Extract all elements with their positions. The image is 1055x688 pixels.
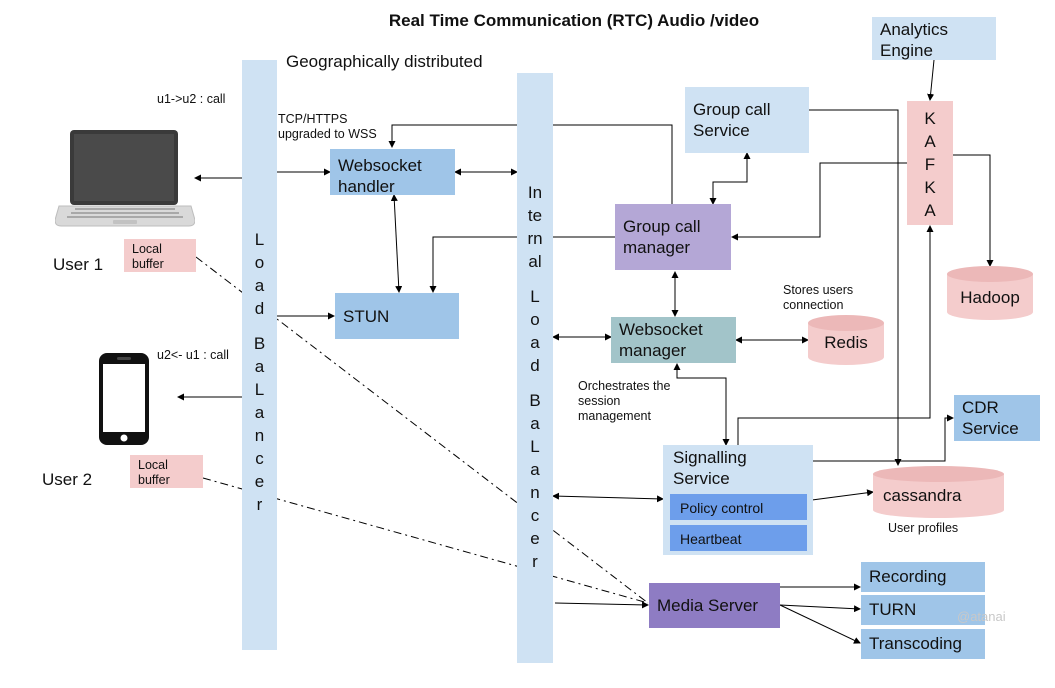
lb-char: n: [254, 426, 265, 445]
websocket-manager: Websocket manager: [611, 317, 736, 363]
lb-char: L: [254, 230, 265, 249]
group-call-manager: Group call manager: [615, 204, 731, 270]
load-balancer: L o a d B a L a n c e r: [242, 60, 277, 650]
lb-char: a: [254, 403, 265, 422]
heartbeat-box: Heartbeat: [670, 525, 807, 551]
analytics-engine: Analytics Engine: [872, 17, 996, 60]
lb-char: e: [254, 472, 265, 491]
cassandra-label: cassandra: [883, 486, 962, 505]
smartphone-icon: [98, 352, 150, 446]
ilb-char: [517, 377, 553, 389]
internal-load-balancer: In te rn al L o a d B a L a n c e r: [517, 73, 553, 663]
user1-label: User 1: [53, 255, 104, 274]
user1-call-note: u1->u2 : call: [157, 92, 226, 106]
lb-char: L: [254, 380, 265, 399]
ilb-char: In: [527, 183, 543, 202]
lb-char: d: [254, 299, 265, 318]
signalling-service-label: Signalling Service: [673, 448, 747, 488]
user1-local-buffer: Local buffer: [124, 239, 196, 272]
ilb-char: L: [530, 437, 540, 456]
ilb-char: d: [530, 356, 540, 375]
policy-control-box: Policy control: [670, 494, 807, 520]
redis-label: Redis: [824, 333, 868, 352]
hadoop-label: Hadoop: [960, 288, 1020, 307]
kafka-char: K: [924, 109, 936, 128]
transcoding-box: Transcoding: [861, 629, 985, 659]
redis-note: Stores users connection: [783, 283, 854, 312]
ilb-char: al: [528, 252, 542, 271]
kafka-char: A: [924, 201, 936, 220]
ilb-char: r: [532, 552, 538, 571]
ilb-char: o: [530, 310, 540, 329]
lb-char: a: [254, 276, 265, 295]
cassandra-database: cassandra: [873, 466, 1004, 518]
user2-local-buffer: Local buffer: [130, 455, 203, 488]
lb-char: o: [254, 253, 265, 272]
lb-char: c: [255, 449, 264, 468]
hadoop-database: Hadoop: [947, 266, 1033, 320]
user2-label: User 2: [42, 470, 93, 489]
ilb-char: a: [530, 460, 540, 479]
turn-box: TURN: [861, 595, 985, 625]
lb-char: [242, 320, 277, 332]
diagram-title: Real Time Communication (RTC) Audio /vid…: [388, 11, 760, 30]
laptop-icon: [54, 128, 196, 228]
ilb-char: a: [530, 414, 540, 433]
cdr-service: CDR Service: [954, 395, 1040, 441]
cassandra-note: User profiles: [888, 521, 959, 535]
lb-char: r: [256, 495, 263, 514]
kafka-char: A: [924, 132, 936, 151]
ilb-char: n: [530, 483, 540, 502]
kafka-queue: K A F K A: [907, 101, 953, 225]
media-server: Media Server: [649, 583, 780, 628]
ilb-char: te: [527, 206, 543, 225]
kafka-char: K: [924, 178, 936, 197]
ilb-char: a: [530, 333, 540, 352]
kafka-char: F: [924, 155, 936, 174]
group-call-service: Group call Service: [685, 87, 809, 153]
signalling-service: Signalling Service Policy control Heartb…: [663, 445, 813, 555]
redis-database: Redis: [808, 315, 884, 365]
ilb-char: c: [530, 506, 540, 525]
websocket-handler: Websocket handler: [330, 149, 455, 196]
ilb-char: rn: [527, 229, 543, 248]
ilb-char: B: [529, 391, 541, 410]
stun-box: STUN: [335, 293, 459, 339]
recording-box: Recording: [861, 562, 985, 592]
geo-label: Geographically distributed: [286, 52, 483, 71]
tcp-note: TCP/HTTPS upgraded to WSS: [278, 112, 377, 141]
orchestrates-note: Orchestrates the session management: [578, 379, 671, 423]
user2-call-note: u2<- u1 : call: [157, 348, 229, 362]
lb-char: a: [254, 357, 265, 376]
ilb-char: e: [530, 529, 540, 548]
lb-char: B: [253, 334, 266, 353]
ilb-char: [517, 273, 553, 285]
watermark: @atanai: [957, 609, 1006, 624]
ilb-char: L: [530, 287, 540, 306]
